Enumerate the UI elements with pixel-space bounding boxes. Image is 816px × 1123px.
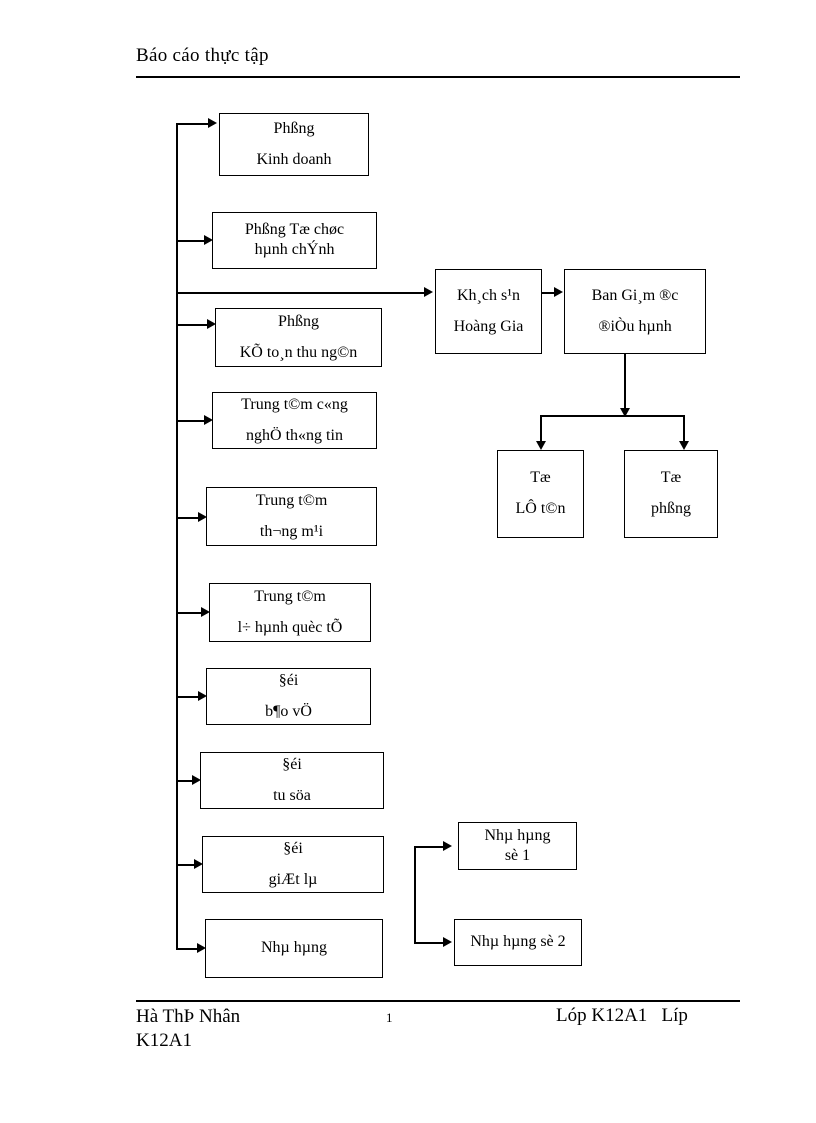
box-line: tu söa <box>273 786 311 804</box>
connector-branch-8 <box>176 780 194 782</box>
arrow-to-to-le-tan <box>536 441 546 450</box>
footer-author-line1: Hà ThÞ Nhân <box>136 1006 241 1027</box>
connector-split-bar <box>540 415 684 417</box>
arrow-branch-4 <box>204 415 213 425</box>
footer-author-line2: K12A1 <box>136 1030 192 1051</box>
page-header-title: Báo cáo thực tập <box>136 45 269 66</box>
footer-class-label: Lóp K12A1 Líp <box>556 1005 688 1026</box>
box-phong-kinh-doanh: Phßng Kinh doanh <box>219 113 369 176</box>
box-line: sè 1 <box>504 846 531 864</box>
box-nha-hang: Nhµ hµng <box>205 919 383 978</box>
footer-page-number: 1 <box>386 1010 393 1025</box>
arrow-branch-7 <box>198 691 207 701</box>
connector-split-left <box>540 415 542 447</box>
left-spine-line <box>176 123 178 949</box>
box-line: Nhµ hµng <box>261 939 327 957</box>
connector-branch-2 <box>176 240 206 242</box>
arrow-branch-1 <box>208 118 217 128</box>
arrow-ban-giam-doc-drop <box>620 408 630 417</box>
arrow-nha-hang-1 <box>443 841 452 851</box>
box-line: Nhµ hµng <box>484 826 551 844</box>
box-line: nghÖ th«ng tin <box>246 426 343 444</box>
footer-rule <box>136 1000 740 1002</box>
box-ban-giam-doc: Ban Gi¸m ®c ®iÒu hµnh <box>564 269 706 354</box>
connector-nha-hang-2 <box>414 942 445 944</box>
box-line: giÆt lµ <box>268 870 318 888</box>
arrow-branch-2 <box>204 235 213 245</box>
arrow-branch-3 <box>207 319 216 329</box>
box-line: Nhµ hµng sè 2 <box>470 933 566 951</box>
box-line: §éi <box>278 671 299 689</box>
box-line: Phßng <box>273 119 315 137</box>
box-line: KÕ to¸n thu ng©n <box>239 343 358 361</box>
box-nha-hang-so-1: Nhµ hµng sè 1 <box>458 822 577 870</box>
box-line: Trung t©m <box>254 587 326 605</box>
arrow-to-khach-san <box>424 287 433 297</box>
box-line: ®iÒu hµnh <box>598 317 672 335</box>
connector-to-khach-san <box>176 292 427 294</box>
connector-branch-1 <box>176 123 210 125</box>
arrow-to-ban-giam-doc <box>554 287 563 297</box>
connector-branch-10 <box>176 948 199 950</box>
connector-branch-4 <box>176 420 206 422</box>
box-line: Trung t©m <box>255 491 328 509</box>
box-doi-bao-ve: §éi b¶o vÖ <box>206 668 371 725</box>
box-line: Kinh doanh <box>256 150 332 168</box>
connector-ban-giam-doc-drop <box>624 354 626 414</box>
box-line: Phßng <box>278 312 319 330</box>
box-line: Hoàng Gia <box>453 317 524 335</box>
arrow-branch-9 <box>194 859 203 869</box>
box-khach-san-hoang-gia: Kh¸ch s¹n Hoàng Gia <box>435 269 542 354</box>
box-line: Ban Gi¸m ®c <box>591 286 679 304</box>
connector-branch-5 <box>176 517 200 519</box>
connector-split-right <box>683 415 685 447</box>
box-phong-to-chuc: Phßng Tæ chøc hµnh chÝnh <box>212 212 377 269</box>
connector-branch-9 <box>176 864 196 866</box>
arrow-branch-5 <box>198 512 207 522</box>
box-line: phßng <box>651 500 691 517</box>
box-line: Kh¸ch s¹n <box>456 286 520 304</box>
connector-branch-6 <box>176 612 203 614</box>
box-line: LÔ t©n <box>515 500 566 517</box>
box-line: §éi <box>282 755 302 773</box>
connector-khach-san-to-ban-giam-doc <box>542 292 556 294</box>
box-phong-ke-toan: Phßng KÕ to¸n thu ng©n <box>215 308 382 367</box>
box-nha-hang-so-2: Nhµ hµng sè 2 <box>454 919 582 966</box>
restaurant-spine-line <box>414 846 416 943</box>
box-line: b¶o vÖ <box>265 702 312 720</box>
box-line: §éi <box>283 839 303 857</box>
box-doi-giat-la: §éi giÆt lµ <box>202 836 384 893</box>
arrow-branch-6 <box>201 607 210 617</box>
arrow-to-to-phong <box>679 441 689 450</box>
arrow-nha-hang-2 <box>443 937 452 947</box>
arrow-branch-10 <box>197 943 206 953</box>
box-line: Phßng Tæ chøc <box>244 221 345 239</box>
footer-author: Hà ThÞ Nhân K12A1 <box>136 1005 240 1053</box>
box-to-phong: Tæ phßng <box>624 450 718 538</box>
arrow-branch-8 <box>192 775 201 785</box>
connector-branch-3 <box>176 324 209 326</box>
box-line: th¬ng m¹i <box>259 522 324 540</box>
box-doi-tu-sua: §éi tu söa <box>200 752 384 809</box>
connector-nha-hang-1 <box>414 846 445 848</box>
box-line: Trung t©m c«ng <box>241 395 348 413</box>
box-line: Tæ <box>660 469 682 487</box>
header-rule <box>136 76 740 78</box>
connector-branch-7 <box>176 696 200 698</box>
box-line: l÷ hµnh quèc tÕ <box>237 618 343 636</box>
box-trung-tam-thuong-mai: Trung t©m th¬ng m¹i <box>206 487 377 546</box>
box-trung-tam-lu-hanh: Trung t©m l÷ hµnh quèc tÕ <box>209 583 371 642</box>
box-line: hµnh chÝnh <box>254 241 335 258</box>
box-to-le-tan: Tæ LÔ t©n <box>497 450 584 538</box>
box-trung-tam-cong-nghe: Trung t©m c«ng nghÖ th«ng tin <box>212 392 377 449</box>
box-line: Tæ <box>530 469 551 487</box>
